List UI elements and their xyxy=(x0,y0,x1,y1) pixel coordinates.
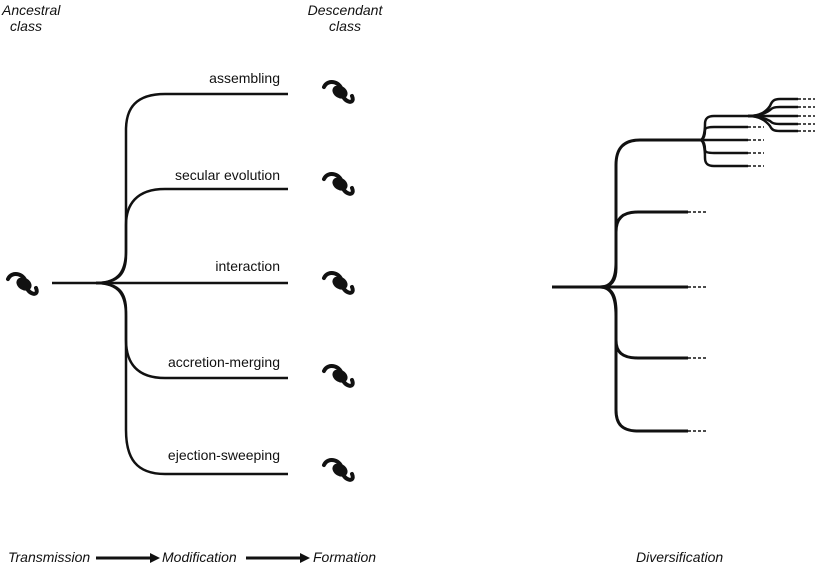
galaxy-icon xyxy=(322,79,355,104)
descendant-line2: class xyxy=(329,18,361,34)
branch-label-interaction: interaction xyxy=(215,258,280,274)
galaxy-icon xyxy=(322,270,355,295)
footer-formation: Formation xyxy=(313,549,377,565)
branch-label-secular-evolution: secular evolution xyxy=(174,167,280,183)
footer-transmission: Transmission xyxy=(8,549,91,565)
arrow-right-icon xyxy=(96,553,160,563)
right-tree xyxy=(552,97,798,433)
galaxy-icon xyxy=(322,363,355,388)
ancestral-line2: class xyxy=(10,18,42,34)
left-tree xyxy=(52,92,288,476)
dashed-continuations xyxy=(688,98,815,432)
descendant-class-label: Descendant class xyxy=(300,2,390,34)
branch-secular-evolution xyxy=(95,187,288,285)
footer-diversification: Diversification xyxy=(636,549,724,565)
galaxy-icon xyxy=(322,171,355,196)
descendant-line1: Descendant xyxy=(307,2,383,18)
galaxy-icon xyxy=(6,271,39,296)
branch-label-assembling: assembling xyxy=(209,70,280,86)
branch-ejection-sweeping xyxy=(95,281,288,476)
footer-modification: Modification xyxy=(162,549,237,565)
branch-label-ejection-sweeping: ejection-sweeping xyxy=(167,447,280,463)
galaxy-icon xyxy=(322,457,355,482)
branch-label-accretion-merging: accretion-merging xyxy=(167,354,280,370)
arrow-right-icon xyxy=(246,553,310,563)
ancestral-line1: Ancestral xyxy=(2,2,61,18)
ancestral-class-label: Ancestral class xyxy=(2,2,61,34)
